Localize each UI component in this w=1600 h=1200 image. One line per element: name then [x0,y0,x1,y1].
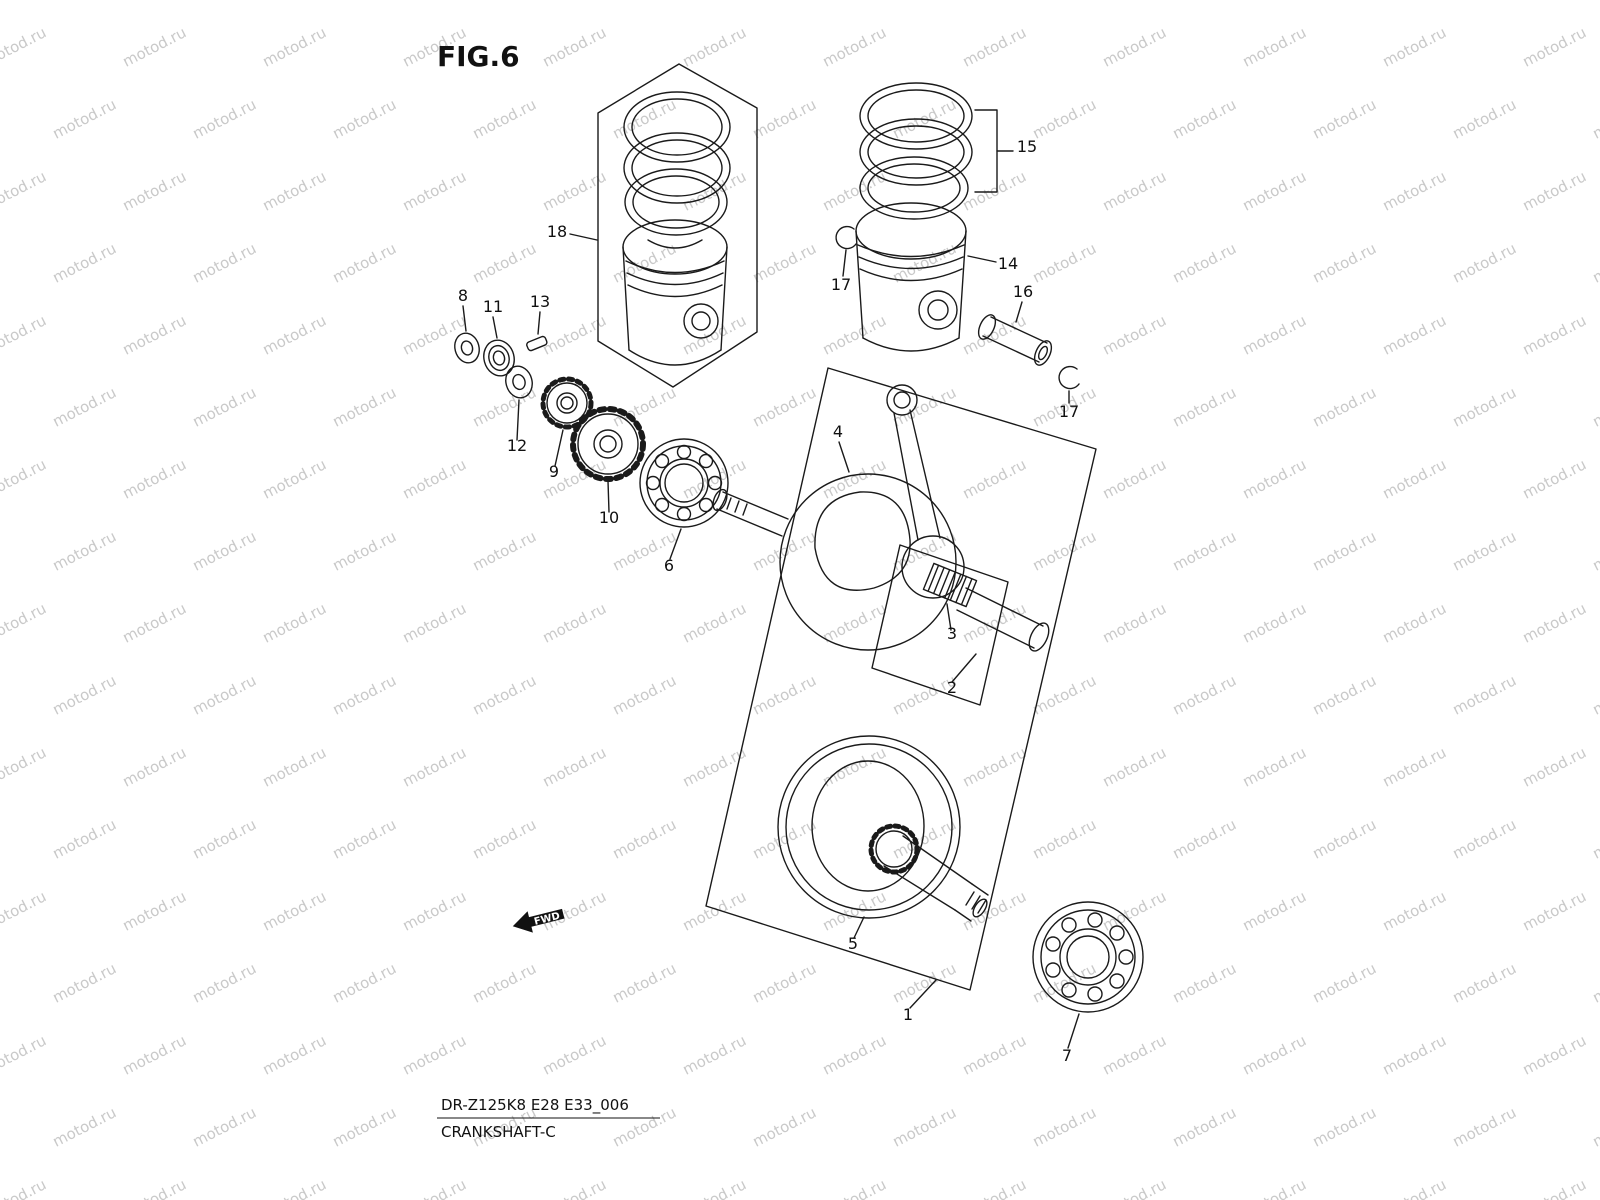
callout-13: 13 [530,292,550,311]
woodruff-key [526,335,548,352]
callout-14: 14 [998,254,1018,273]
callout-16: 16 [1013,282,1033,301]
callout-1: 1 [903,1005,913,1024]
piston-pin [977,314,1053,366]
washer [505,365,533,399]
ball-bearing-left [639,438,729,528]
fwd-arrow-label: FWD [533,911,561,928]
figure-title: FIG.6 [437,40,520,73]
callout-2: 2 [947,678,957,697]
callout-4: 4 [833,422,843,441]
drive-gear-small [540,376,594,430]
callout-18: 18 [547,222,567,241]
crankshaft-lower [777,735,989,922]
callout-7: 7 [1062,1046,1072,1065]
lock-nut [483,339,515,377]
primary-gear [570,406,646,482]
callout-12: 12 [507,436,527,455]
callout-11: 11 [483,297,503,316]
callout-8: 8 [458,286,468,305]
piston-assembly-left [597,63,758,388]
needle-bearing [922,562,978,608]
fwd-arrow-shape [512,908,565,933]
callout-5: 5 [848,934,858,953]
piston-rings-right [859,82,973,220]
crankshaft-upper [712,384,1050,652]
oil-seal [454,332,480,364]
callout-17: 17 [1059,402,1079,421]
leader-lines [462,109,1080,1049]
piston-right [855,202,967,352]
callout-17: 17 [831,275,851,294]
ball-bearing-right [1032,901,1144,1013]
figure-name: CRANKSHAFT-C [441,1123,556,1141]
fwd-arrow: FWD [512,908,565,933]
callout-3: 3 [947,624,957,643]
callout-6: 6 [664,556,674,575]
callout-9: 9 [549,462,559,481]
assembly-box [705,367,1097,991]
diagram-line-art [454,63,1144,1049]
footer: DR-Z125K8 E28 E33_006 CRANKSHAFT-C [437,1096,660,1141]
callout-10: 10 [599,508,619,527]
circlip-left [835,225,857,250]
circlip-right [1058,365,1080,390]
figure-code: DR-Z125K8 E28 E33_006 [441,1096,629,1115]
callout-15: 15 [1017,137,1037,156]
